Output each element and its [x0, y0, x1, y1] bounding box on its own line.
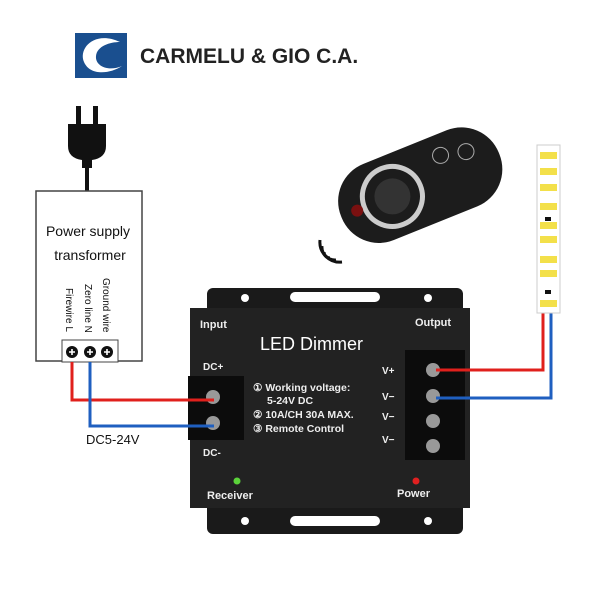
- spec-1b: 5-24V DC: [267, 395, 314, 407]
- led-strip: [536, 144, 561, 314]
- dc-minus-label: DC-: [203, 448, 221, 459]
- spec-2: ② 10A/CH 30A MAX.: [253, 409, 354, 421]
- terminal-label-l: Firewire L: [63, 288, 74, 332]
- spec-3: ③ Remote Control: [253, 423, 344, 435]
- wireless-signal-icon: [318, 239, 343, 264]
- remote-control: [338, 127, 503, 243]
- power-label: Power: [397, 488, 431, 500]
- input-label: Input: [200, 319, 227, 331]
- spec-1: ① Working voltage:: [253, 382, 350, 394]
- receiver-led: [233, 477, 241, 485]
- output-v-minus-1: V−: [382, 392, 395, 403]
- transformer-title-1: Power supply: [46, 223, 130, 239]
- led-dimmer-controller: Input Output LED Dimmer DC+ DC- ① Workin…: [188, 288, 470, 534]
- terminal-label-n: Zero line N: [82, 284, 93, 333]
- output-v-minus-2: V−: [382, 412, 395, 423]
- output-v-minus-3: V−: [382, 435, 395, 446]
- input-voltage-label: DC5-24V: [86, 432, 140, 447]
- output-positive-wire: [436, 310, 545, 372]
- input-negative-wire: [88, 362, 214, 428]
- power-led: [412, 477, 420, 485]
- output-label: Output: [415, 317, 451, 329]
- brand-logo: CARMELU & GIO C.A.: [75, 33, 358, 78]
- input-positive-wire: [70, 362, 214, 402]
- dc-plus-label: DC+: [203, 362, 223, 373]
- power-plug-icon: [68, 106, 106, 191]
- terminal-label-ground: Ground wire: [100, 278, 111, 333]
- output-v-plus: V+: [382, 366, 395, 377]
- brand-name: CARMELU & GIO C.A.: [140, 45, 358, 68]
- transformer-title-2: transformer: [54, 247, 126, 263]
- output-negative-wire: [436, 310, 553, 400]
- receiver-label: Receiver: [207, 490, 254, 502]
- power-supply-transformer: Power supply transformer Firewire L Zero…: [35, 190, 143, 363]
- dimmer-title: LED Dimmer: [260, 334, 363, 354]
